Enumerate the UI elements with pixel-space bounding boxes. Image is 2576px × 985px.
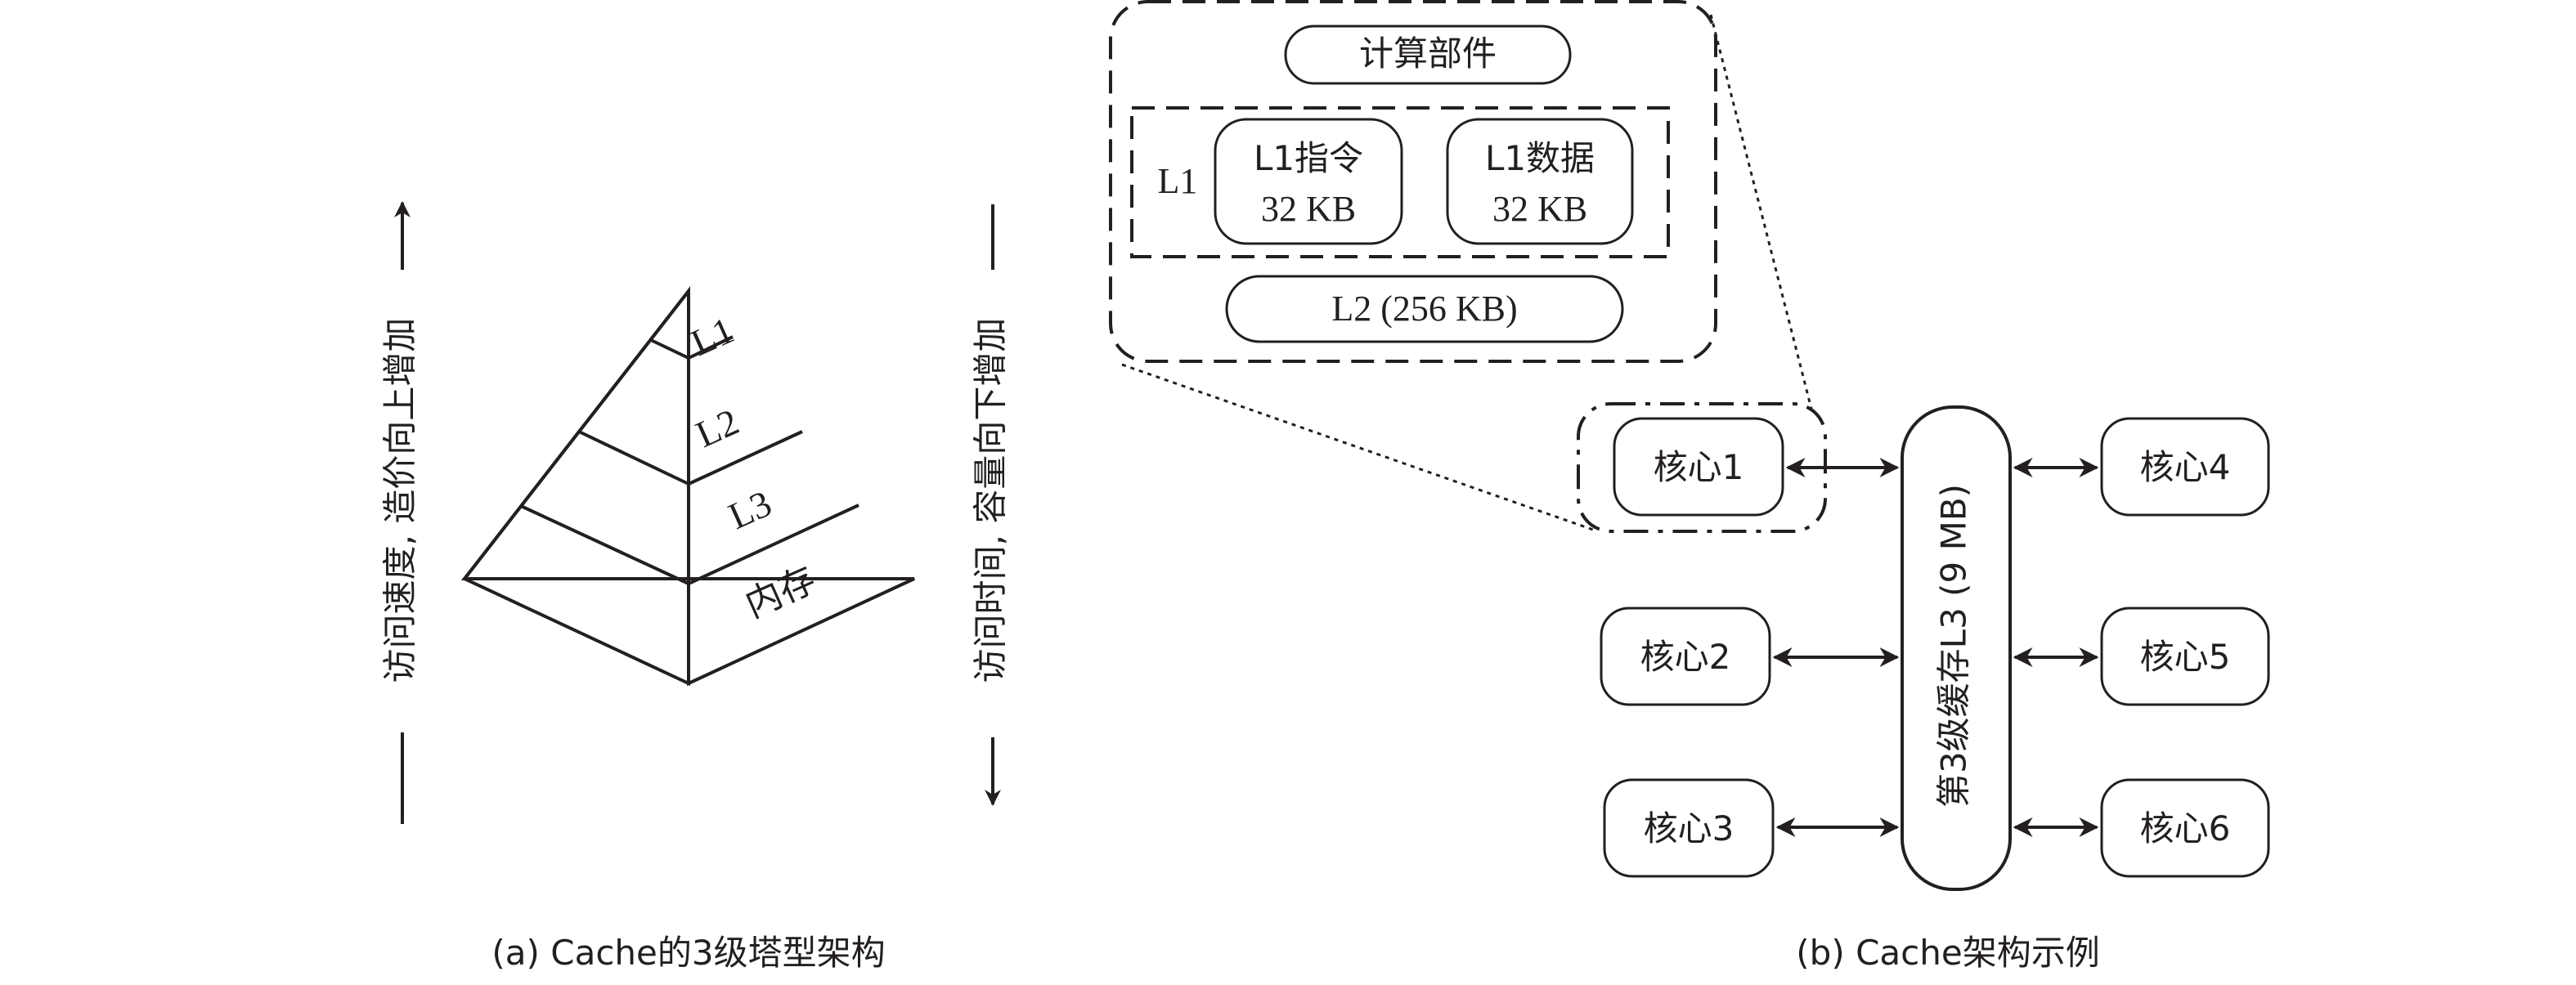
panel-a-caption: (a) Cache的3级塔型架构: [491, 933, 885, 973]
core-6-box: [2100, 778, 2270, 878]
panel-a-right-axis: 访问时间, 容量向下增加: [971, 204, 1011, 806]
zoom-line-bottom: [1121, 363, 1594, 531]
core-1-box: [1613, 417, 1784, 517]
pyramid-level-l2: L2: [689, 401, 744, 455]
panel-b-architecture: 计算部件 L1 L1指令 32 KB L1数据 32 KB L2 (256 KB…: [1109, 0, 2270, 891]
pyramid-left-face: [461, 286, 690, 687]
l1-data-size: 32 KB: [1492, 189, 1587, 229]
pyramid-divider-l1-left: [650, 338, 689, 360]
l1-group-label: L1: [1158, 161, 1198, 201]
core-6-label: 核心6: [2140, 808, 2231, 848]
core-4-label: 核心4: [2140, 447, 2231, 487]
panel-b-caption: (b) Cache架构示例: [1796, 933, 2099, 973]
pyramid-divider-l1-right: [688, 335, 734, 360]
l1-data-label: L1数据: [1485, 138, 1595, 178]
panel-a-left-axis: 访问速度, 造价向上增加: [380, 201, 420, 824]
left-axis-label: 访问速度, 造价向上增加: [380, 318, 420, 683]
pyramid-divider-l3-right: [688, 504, 859, 585]
l1-instruction-label: L1指令: [1254, 138, 1363, 178]
l1-instruction-size: 32 KB: [1261, 189, 1356, 229]
l2-label: L2 (256 KB): [1331, 289, 1517, 329]
core-5-box: [2100, 607, 2270, 706]
compute-unit-label: 计算部件: [1359, 34, 1497, 74]
l1-data-box: [1446, 118, 1634, 245]
pyramid-level-memory: 内存: [739, 559, 822, 626]
pyramid-level-l3: L3: [722, 482, 777, 537]
right-axis-label: 访问时间, 容量向下增加: [971, 318, 1011, 683]
pyramid-divider-l2-left: [578, 430, 689, 486]
l3-cache-label: 第3级缓存L3 (9 MB): [1934, 484, 1974, 808]
l2-box: [1225, 275, 1624, 343]
core-2-box: [1600, 607, 1771, 706]
core-3-label: 核心3: [1644, 808, 1735, 848]
core-3-box: [1603, 778, 1775, 878]
core-5-label: 核心5: [2140, 637, 2231, 677]
core-detail-box: [1109, 0, 1717, 363]
panel-a-pyramid: L1 L2 L3 内存: [460, 286, 915, 687]
compute-unit-box: [1284, 25, 1572, 85]
zoom-line-top: [1709, 14, 1814, 413]
l1-instruction-box: [1214, 118, 1403, 245]
core-2-label: 核心2: [1640, 637, 1731, 677]
pyramid-divider-l2-right: [688, 430, 803, 486]
pyramid-divider-l3-left: [520, 504, 689, 585]
core-4-box: [2100, 417, 2270, 517]
l3-cache-box: [1901, 405, 2012, 891]
l1-group-box: [1130, 106, 1670, 258]
core-1-label: 核心1: [1654, 447, 1744, 487]
